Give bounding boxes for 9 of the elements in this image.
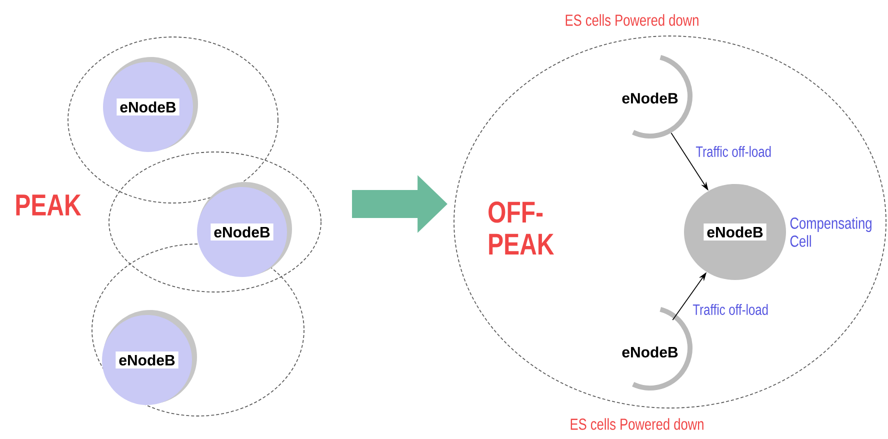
compensating-cell: eNodeB [684, 184, 786, 280]
status-note: ES cells Powered down [566, 14, 698, 26]
powered-down-cell: eNodeB [622, 306, 692, 390]
status-note: ES cells Powered down [570, 418, 704, 430]
state-label: PEAK [16, 194, 82, 216]
edge-label: Traffic off-load [692, 304, 768, 315]
powered-down-cell: eNodeB [622, 54, 692, 138]
edge-label: Traffic off-load [696, 146, 771, 157]
cell-caption: Compensating Cell [790, 217, 872, 247]
